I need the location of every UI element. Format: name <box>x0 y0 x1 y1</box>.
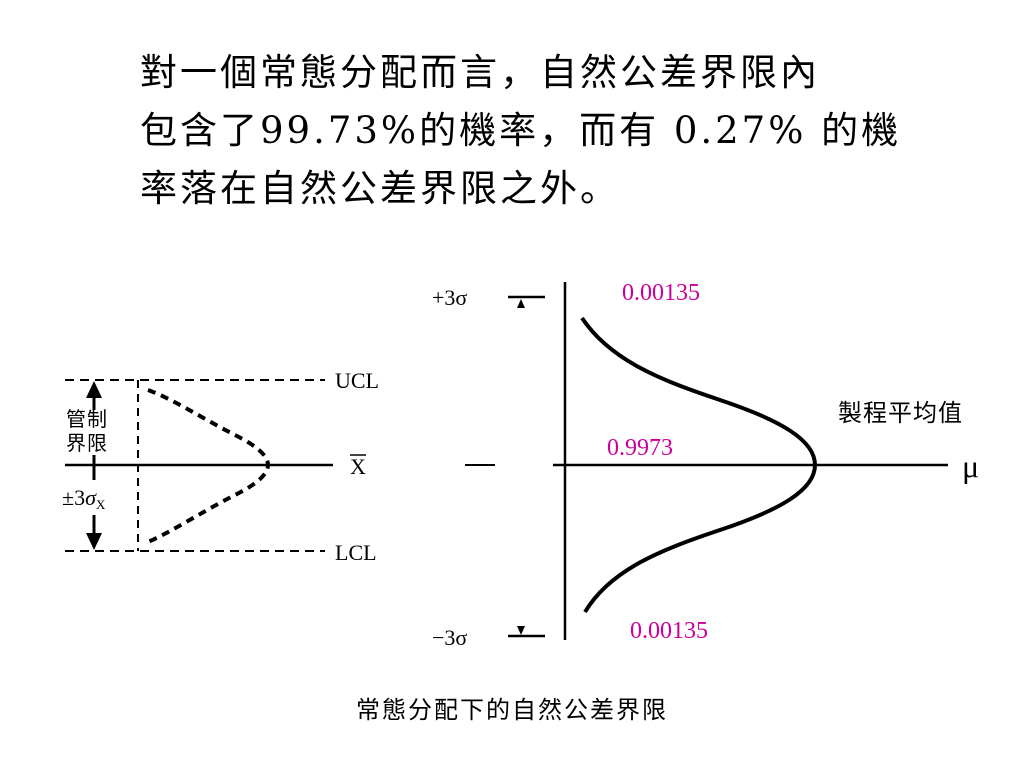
plus-sigma-arrow-icon <box>517 299 525 308</box>
dashed-normal-curve <box>147 388 271 544</box>
bracket-label-control: 管制 <box>66 407 108 431</box>
sigma-subscript: X <box>96 497 106 512</box>
plus-sigma-label: +3σ <box>432 285 467 310</box>
paragraph-line-1: 對一個常態分配而言，自然公差界限內 <box>140 51 820 94</box>
x-bar-label: X <box>350 454 366 479</box>
diagram-caption: 常態分配下的自然公差界限 <box>356 696 668 724</box>
mu-label: μ <box>962 448 979 484</box>
sigma-symbol: σ <box>85 485 97 510</box>
ucl-label: UCL <box>335 368 379 393</box>
normal-curve <box>580 316 818 614</box>
bottom-tail-probability: 0.00135 <box>630 618 708 644</box>
description-paragraph: 對一個常態分配而言，自然公差界限內 包含了99.73%的機率，而有 0.27% … <box>140 44 960 218</box>
sigma-prefix: ±3 <box>62 485 85 510</box>
minus-sigma-label: −3σ <box>432 625 467 650</box>
top-tail-probability: 0.00135 <box>622 280 700 306</box>
lcl-label: LCL <box>335 540 377 565</box>
sigma-limit-label: ±3σX <box>62 485 106 512</box>
process-mean-label: 製程平均值 <box>838 399 963 427</box>
arrow-down-head <box>86 533 102 550</box>
minus-sigma-arrow-icon <box>517 626 525 635</box>
center-probability: 0.9973 <box>607 435 673 461</box>
paragraph-line-2: 包含了99.73%的機率，而有 0.27% 的機 <box>140 109 902 152</box>
normal-distribution-diagram: +3σ −3σ 0.00135 0.9973 0.00135 製程平均值 μ <box>432 280 979 650</box>
bracket-label-limit: 界限 <box>66 431 108 455</box>
arrow-up-head <box>86 381 102 398</box>
paragraph-line-3: 率落在自然公差界限之外。 <box>140 167 620 210</box>
control-chart-diagram: 管制 界限 ±3σX UCL LCL X <box>62 368 379 565</box>
